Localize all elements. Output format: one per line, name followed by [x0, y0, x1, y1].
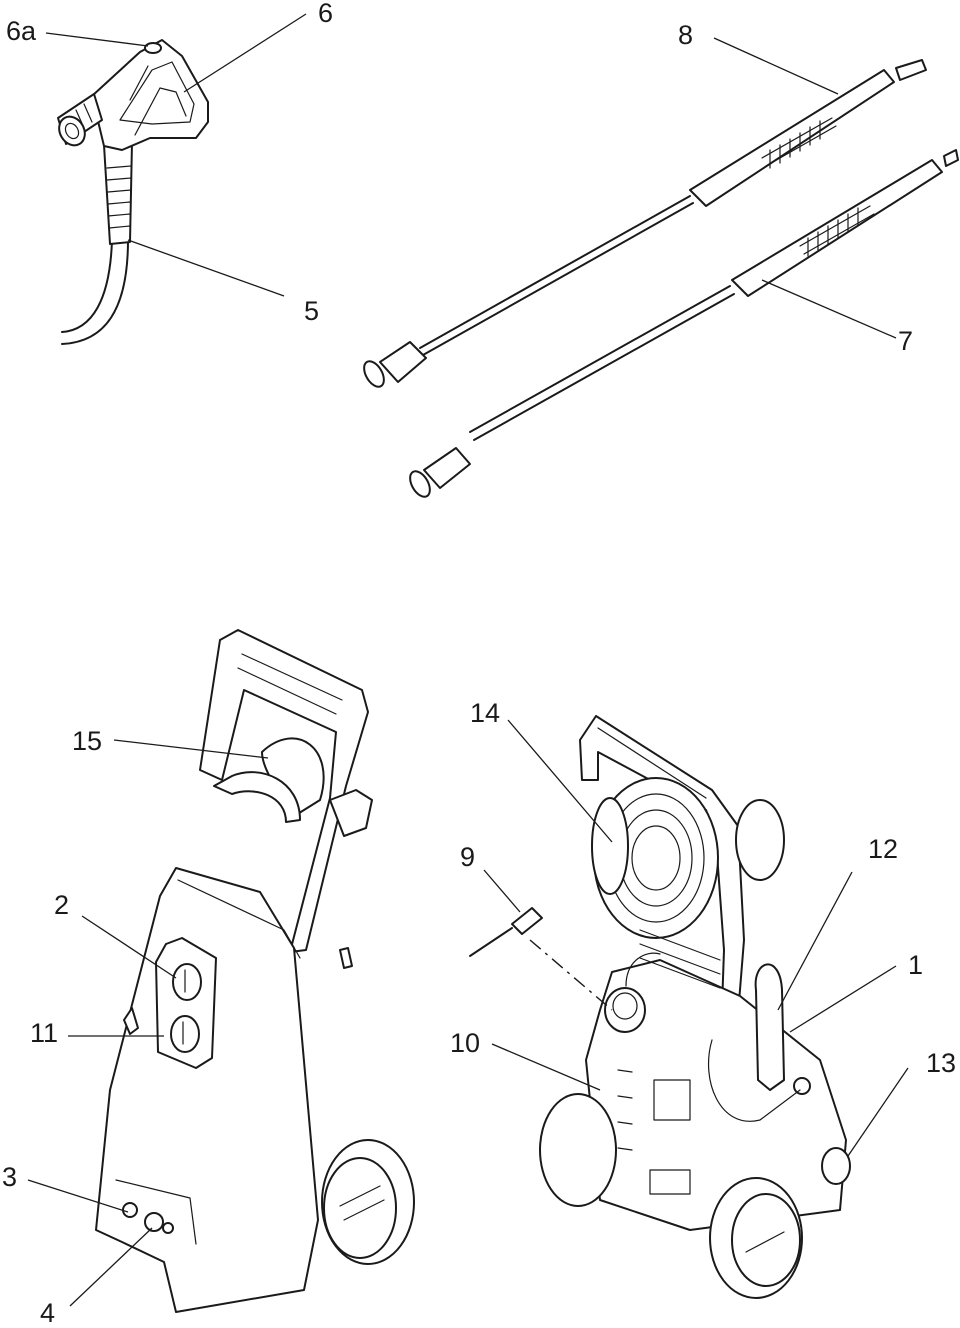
leader-13: [847, 1067, 909, 1157]
callout-11: 11: [30, 1018, 58, 1048]
washer-front-view: [95, 629, 415, 1313]
lance-7: [409, 149, 959, 498]
leader-7: [761, 279, 897, 339]
leader-lines: [27, 13, 909, 1307]
leader-4: [69, 1227, 153, 1307]
callout-2: 2: [54, 890, 69, 920]
callout-14: 14: [470, 698, 500, 728]
callout-6: 6: [318, 0, 333, 28]
callout-5: 5: [304, 296, 319, 326]
callout-4: 4: [40, 1298, 55, 1328]
leader-12: [777, 871, 853, 1011]
leader-1: [789, 965, 897, 1033]
leader-2: [81, 915, 177, 979]
callout-6a: 6a: [6, 16, 37, 46]
callout-13: 13: [926, 1048, 956, 1078]
leader-10: [491, 1043, 601, 1091]
callout-15: 15: [72, 726, 102, 756]
callout-9: 9: [460, 842, 475, 872]
leader-6: [183, 13, 307, 93]
leader-5: [127, 239, 285, 297]
callout-1: 1: [908, 950, 923, 980]
leader-8: [713, 37, 839, 95]
callout-12: 12: [868, 834, 898, 864]
leader-9: [483, 869, 521, 913]
leader-3: [27, 1179, 129, 1213]
spray-gun: [57, 39, 209, 345]
callout-8: 8: [678, 20, 693, 50]
washer-rear-view: [469, 715, 851, 1299]
leader-6a: [45, 32, 149, 47]
callout-3: 3: [2, 1162, 17, 1192]
callout-10: 10: [450, 1028, 480, 1058]
leader-14: [507, 719, 613, 843]
lance-8: [363, 59, 927, 388]
leader-15: [113, 739, 269, 759]
callout-7: 7: [898, 326, 913, 356]
